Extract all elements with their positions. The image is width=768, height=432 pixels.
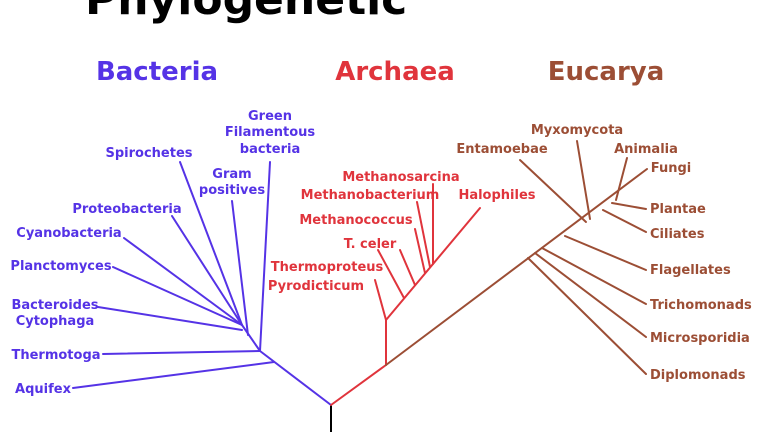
label-thermotoga: Thermotoga (11, 348, 100, 363)
page-title-partial: Phylogenetic (85, 0, 407, 25)
label-diplomonads: Diplomonads (650, 368, 746, 383)
label-gram-positives-line1: Gram (212, 167, 251, 182)
label-flagellates: Flagellates (650, 263, 731, 278)
label-t-celer: T. celer (344, 237, 397, 252)
label-ciliates: Ciliates (650, 227, 705, 242)
branch-methanobacterium (416, 201, 431, 268)
label-animalia: Animalia (614, 142, 678, 157)
branch-planctomyces (112, 266, 243, 326)
label-methanococcus: Methanococcus (299, 213, 412, 228)
branch-green-filamentous (259, 161, 271, 352)
branch-bacteroides (97, 306, 243, 331)
branch-myxomycota (576, 140, 591, 220)
archaea-stem (330, 364, 387, 406)
branch-diplomonads (527, 257, 647, 375)
domain-title-eucarya: Eucarya (548, 57, 665, 87)
domain-title-bacteria: Bacteria (96, 57, 218, 87)
archaea-labels: Methanosarcina Methanobacterium Halophil… (268, 170, 536, 294)
label-bacteroides-line1: Bacteroides (11, 298, 98, 313)
branch-thermoproteus (377, 249, 405, 299)
label-trichomonads: Trichomonads (650, 298, 752, 313)
label-plantae: Plantae (650, 202, 706, 217)
label-myxomycota: Myxomycota (531, 123, 623, 138)
branch-thermotoga (102, 350, 261, 355)
bacteria-inner (241, 324, 261, 352)
label-proteobacteria: Proteobacteria (72, 202, 181, 217)
label-fungi: Fungi (651, 161, 692, 176)
label-methanosarcina: Methanosarcina (342, 170, 459, 185)
label-halophiles: Halophiles (458, 188, 535, 203)
label-microsporidia: Microsporidia (650, 331, 750, 346)
label-entamoebae: Entamoebae (456, 142, 547, 157)
bacteria-stem (259, 350, 332, 406)
archaea-branches (330, 183, 481, 406)
branch-t-celer (399, 249, 416, 286)
domain-title-archaea: Archaea (335, 57, 455, 87)
label-aquifex: Aquifex (15, 382, 72, 397)
label-pyrodicticum: Pyrodicticum (268, 279, 364, 294)
label-green-filamentous-line2: Filamentous (225, 125, 316, 140)
label-bacteroides-line2: Cytophaga (16, 314, 95, 329)
branch-cyanobacteria (123, 237, 243, 326)
branch-gram-positives (231, 200, 249, 336)
label-thermoproteus: Thermoproteus (271, 260, 384, 275)
label-cyanobacteria: Cyanobacteria (16, 226, 121, 241)
branch-methanococcus (414, 228, 426, 274)
branch-pyrodicticum (374, 279, 387, 321)
branch-flagellates (564, 235, 647, 271)
branch-ciliates (602, 209, 647, 233)
branch-entamoebae (519, 159, 587, 223)
branch-animalia (615, 157, 628, 201)
branch-spirochetes (179, 161, 243, 326)
branch-aquifex (72, 361, 275, 389)
eucarya-branches (385, 140, 648, 375)
eucarya-stem (385, 168, 648, 366)
eucarya-labels: Myxomycota Entamoebae Animalia Fungi Pla… (456, 123, 752, 383)
bacteria-branches (72, 161, 332, 406)
label-methanobacterium: Methanobacterium (301, 188, 440, 203)
label-planctomyces: Planctomyces (10, 259, 111, 274)
label-gram-positives-line2: positives (199, 183, 265, 198)
branch-trichomonads (541, 247, 647, 305)
bacteria-labels: Green Filamentous bacteria Gram positive… (10, 109, 315, 397)
label-spirochetes: Spirochetes (105, 146, 192, 161)
branch-microsporidia (534, 252, 647, 338)
branch-plantae (611, 202, 647, 210)
label-green-filamentous-line1: Green (248, 109, 292, 124)
label-green-filamentous-line3: bacteria (240, 142, 300, 157)
branch-proteobacteria (171, 215, 243, 326)
